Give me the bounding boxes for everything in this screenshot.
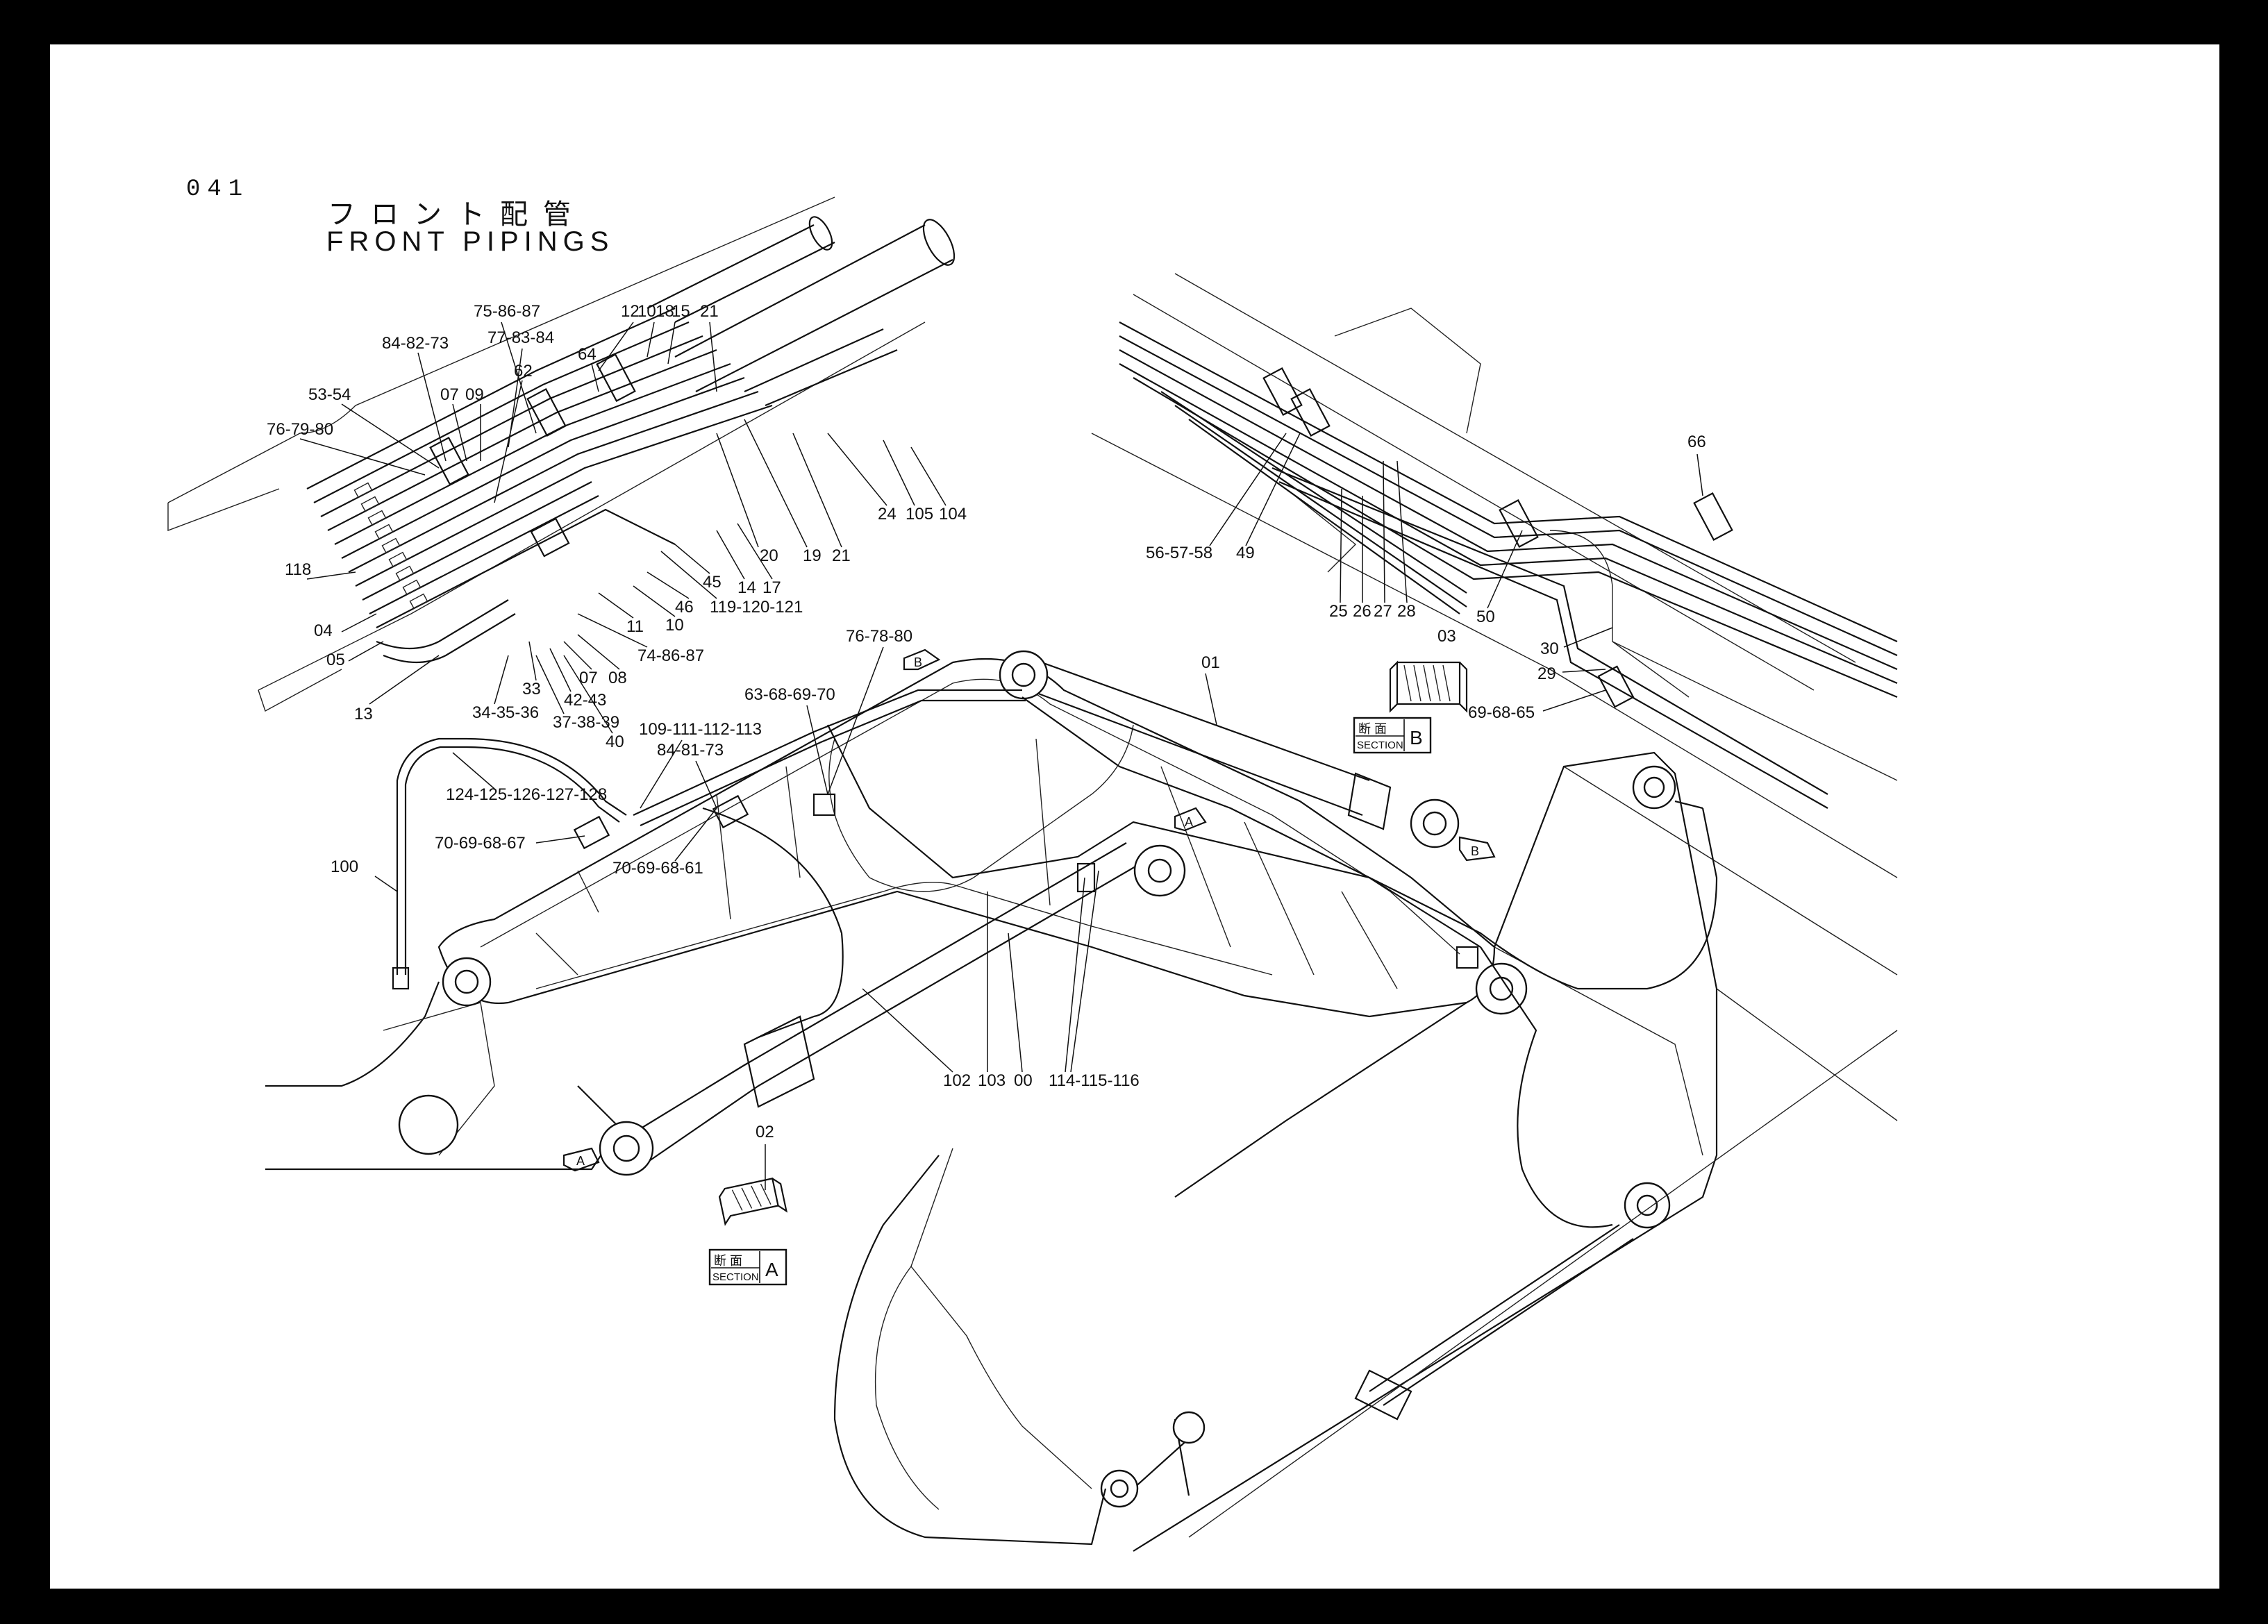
callout: 119-120-121 xyxy=(710,598,803,617)
callout: 49 xyxy=(1236,544,1255,562)
callouts-upper-right: 56-57-58 49 25 26 27 28 50 66 30 29 69-6… xyxy=(1146,433,1706,722)
callout: 11 xyxy=(626,617,644,636)
callout: 77-83-84 xyxy=(487,328,554,347)
callout: 28 xyxy=(1397,602,1416,621)
view-marker-b-top: B xyxy=(903,648,941,671)
callout: 00 xyxy=(1014,1071,1033,1090)
callout: 63-68-69-70 xyxy=(744,685,835,704)
section-b-word: SECTION xyxy=(1357,739,1403,751)
callout: 109-111-112-113 xyxy=(639,720,762,739)
section-a-letter: A xyxy=(765,1259,778,1280)
svg-text:B: B xyxy=(914,655,922,669)
svg-text:B: B xyxy=(1471,844,1479,858)
svg-text:A: A xyxy=(576,1154,585,1168)
callout: 08 xyxy=(608,669,627,687)
section-a-symbol: 02 断 面 SECTION A xyxy=(708,1123,788,1286)
callout: 34-35-36 xyxy=(472,703,539,722)
main-front-view: B B A A xyxy=(265,648,1898,1552)
callout: 19 xyxy=(803,546,822,565)
detail-boom-foot xyxy=(167,196,956,712)
section-a-kanji: 断 面 xyxy=(714,1254,742,1268)
callout: 84-82-73 xyxy=(382,334,449,353)
callout: 66 xyxy=(1687,433,1706,451)
section-a-word: SECTION xyxy=(712,1271,759,1283)
callout: 103 xyxy=(978,1071,1006,1090)
callout: 46 xyxy=(675,598,694,617)
callout: 53-54 xyxy=(308,385,351,404)
technical-drawing: 75-86-87 12 10 18 15 21 84-82-73 77-83-8… xyxy=(167,196,1898,1552)
callout: 25 xyxy=(1329,602,1348,621)
callout: 69-68-65 xyxy=(1468,703,1535,722)
title-english: FRONT PIPINGS xyxy=(326,226,615,257)
section-b-part-number: 03 xyxy=(1437,627,1456,646)
callout: 70-69-68-67 xyxy=(435,834,526,853)
section-a-part-number: 02 xyxy=(756,1123,774,1141)
callout: 118 xyxy=(285,560,311,579)
callout: 42-43 xyxy=(564,691,606,710)
callout: 21 xyxy=(832,546,851,565)
callout: 64 xyxy=(578,345,597,364)
callout: 13 xyxy=(354,705,373,723)
callout: 10 xyxy=(637,302,656,321)
section-b-letter: B xyxy=(1410,727,1423,748)
callout: 76-78-80 xyxy=(846,627,912,646)
callout: 21 xyxy=(700,302,719,321)
view-marker-b-right: B xyxy=(1458,836,1496,862)
callout: 12 xyxy=(621,302,640,321)
callout: 27 xyxy=(1374,602,1392,621)
callout: 105 xyxy=(906,505,933,524)
section-b-label-box xyxy=(1353,717,1432,754)
svg-text:A: A xyxy=(1185,815,1193,829)
section-b-kanji: 断 面 xyxy=(1358,722,1387,736)
callout: 09 xyxy=(465,385,484,404)
callout: 70-69-68-61 xyxy=(612,859,703,878)
callout: 33 xyxy=(522,680,541,698)
callouts-upper-left: 75-86-87 12 10 18 15 21 84-82-73 77-83-8… xyxy=(267,302,967,751)
callout: 04 xyxy=(314,621,333,640)
callout: 76-79-80 xyxy=(267,420,333,439)
callout: 40 xyxy=(606,733,624,751)
callouts-main: 76-78-80 01 63-68-69-70 109-111-112-113 … xyxy=(331,627,1220,1090)
section-a-label-box xyxy=(708,1248,787,1286)
callout: 14 xyxy=(737,578,756,597)
callout: 05 xyxy=(326,651,345,669)
callout: 37-38-39 xyxy=(553,713,619,732)
callout: 18 xyxy=(656,302,674,321)
callout: 124-125-126-127-128 xyxy=(446,785,607,804)
callout: 24 xyxy=(878,505,897,524)
callout: 15 xyxy=(672,302,690,321)
view-marker-a-low: A xyxy=(562,1147,600,1172)
page-number: 041 xyxy=(186,176,250,203)
callout: 30 xyxy=(1540,639,1559,658)
callout: 50 xyxy=(1476,608,1495,626)
section-b-symbol: 03 断 面 SECTION B xyxy=(1353,627,1468,754)
callout: 07 xyxy=(440,385,459,404)
callout: 84-81-73 xyxy=(657,741,724,760)
callout: 114-115-116 xyxy=(1049,1071,1140,1090)
callout: 20 xyxy=(760,546,778,565)
callout: 45 xyxy=(703,573,722,592)
view-marker-a-mid: A xyxy=(1174,807,1207,832)
callout: 75-86-87 xyxy=(474,302,540,321)
callout: 01 xyxy=(1201,653,1220,672)
callout: 74-86-87 xyxy=(637,646,704,665)
leader-lines-main xyxy=(374,646,1217,1073)
callout: 17 xyxy=(762,578,781,597)
leader-lines-upper-right xyxy=(1209,433,1703,712)
callout: 100 xyxy=(331,857,358,876)
detail-arm-end xyxy=(1091,273,1898,878)
drawing-sheet: 041 フロント配管 FRONT PIPINGS xyxy=(50,44,2219,1589)
callout: 10 xyxy=(665,616,684,635)
callout: 102 xyxy=(943,1071,971,1090)
callout: 26 xyxy=(1353,602,1371,621)
callout: 29 xyxy=(1537,664,1556,683)
callout: 104 xyxy=(939,505,967,524)
leader-lines-upper-left xyxy=(299,321,947,734)
callout: 56-57-58 xyxy=(1146,544,1212,562)
title-japanese: フロント配管 xyxy=(328,199,586,231)
